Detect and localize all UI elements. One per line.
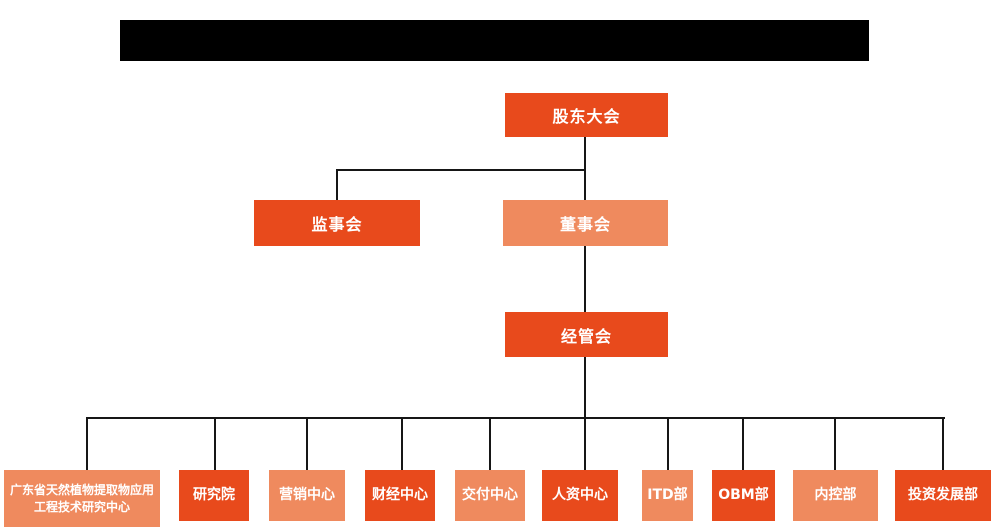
node-supervisory-board: 监事会 (254, 200, 420, 246)
connector-branch-horizontal (336, 169, 586, 171)
connector-drop-research-institute (214, 417, 216, 470)
connector-drop-research-center (86, 417, 88, 470)
dept-hr-center: 人资中心 (542, 470, 618, 521)
connector-rake-horizontal (87, 417, 945, 419)
connector-management-trunk (584, 357, 586, 470)
dept-delivery-center: 交付中心 (455, 470, 525, 521)
node-board-of-directors: 董事会 (503, 200, 668, 246)
title-redaction-bar (120, 20, 869, 61)
connector-drop-finance (401, 417, 403, 470)
connector-drop-delivery (489, 417, 491, 470)
connector-drop-investment (942, 417, 944, 470)
dept-itd: ITD部 (642, 470, 693, 521)
connector-drop-marketing (306, 417, 308, 470)
connector-drop-internal-control (834, 417, 836, 470)
connector-directors-to-management (584, 246, 586, 312)
dept-guangdong-plant-extract-research-center: 广东省天然植物提取物应用工程技术研究中心 (4, 470, 160, 527)
node-shareholders-meeting: 股东大会 (505, 93, 668, 137)
dept-investment-development: 投资发展部 (895, 470, 991, 521)
connector-drop-itd (667, 417, 669, 470)
connector-shareholders-down (584, 137, 586, 200)
node-management-committee: 经管会 (505, 312, 668, 357)
dept-finance-center: 财经中心 (365, 470, 435, 521)
dept-research-institute: 研究院 (179, 470, 249, 521)
dept-marketing-center: 营销中心 (269, 470, 345, 521)
connector-supervisors-drop (336, 169, 338, 200)
dept-obm: OBM部 (712, 470, 775, 521)
dept-internal-control: 内控部 (793, 470, 878, 521)
connector-drop-obm (742, 417, 744, 470)
